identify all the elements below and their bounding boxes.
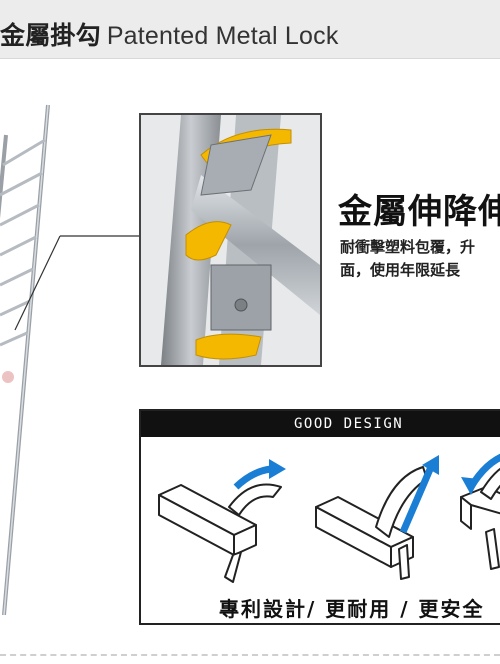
metal-lock-photo [141, 115, 320, 365]
feature-title: 金屬伸降伸 [338, 192, 500, 232]
feature-description: 耐衝擊塑料包覆，升 面，使用年限延長 [340, 236, 475, 282]
good-design-panel: GOOD DESIGN [139, 409, 500, 625]
good-design-bar: GOOD DESIGN [141, 411, 500, 437]
good-design-caption: 專利設計/ 更耐用 / 更安全 [219, 597, 485, 621]
section-title-en: Patented Metal Lock [106, 22, 339, 50]
feature-desc-line2: 面，使用年限延長 [340, 261, 461, 279]
lock-mechanism-diagram [158, 453, 500, 583]
dashed-divider [0, 654, 500, 656]
good-design-label: GOOD DESIGN [294, 416, 404, 432]
product-photo [139, 113, 322, 367]
feature-desc-line1: 耐衝擊塑料包覆，升 [340, 238, 476, 256]
section-title-cjk: 金屬掛勾 [0, 21, 101, 50]
ladder-illustration [0, 104, 50, 615]
